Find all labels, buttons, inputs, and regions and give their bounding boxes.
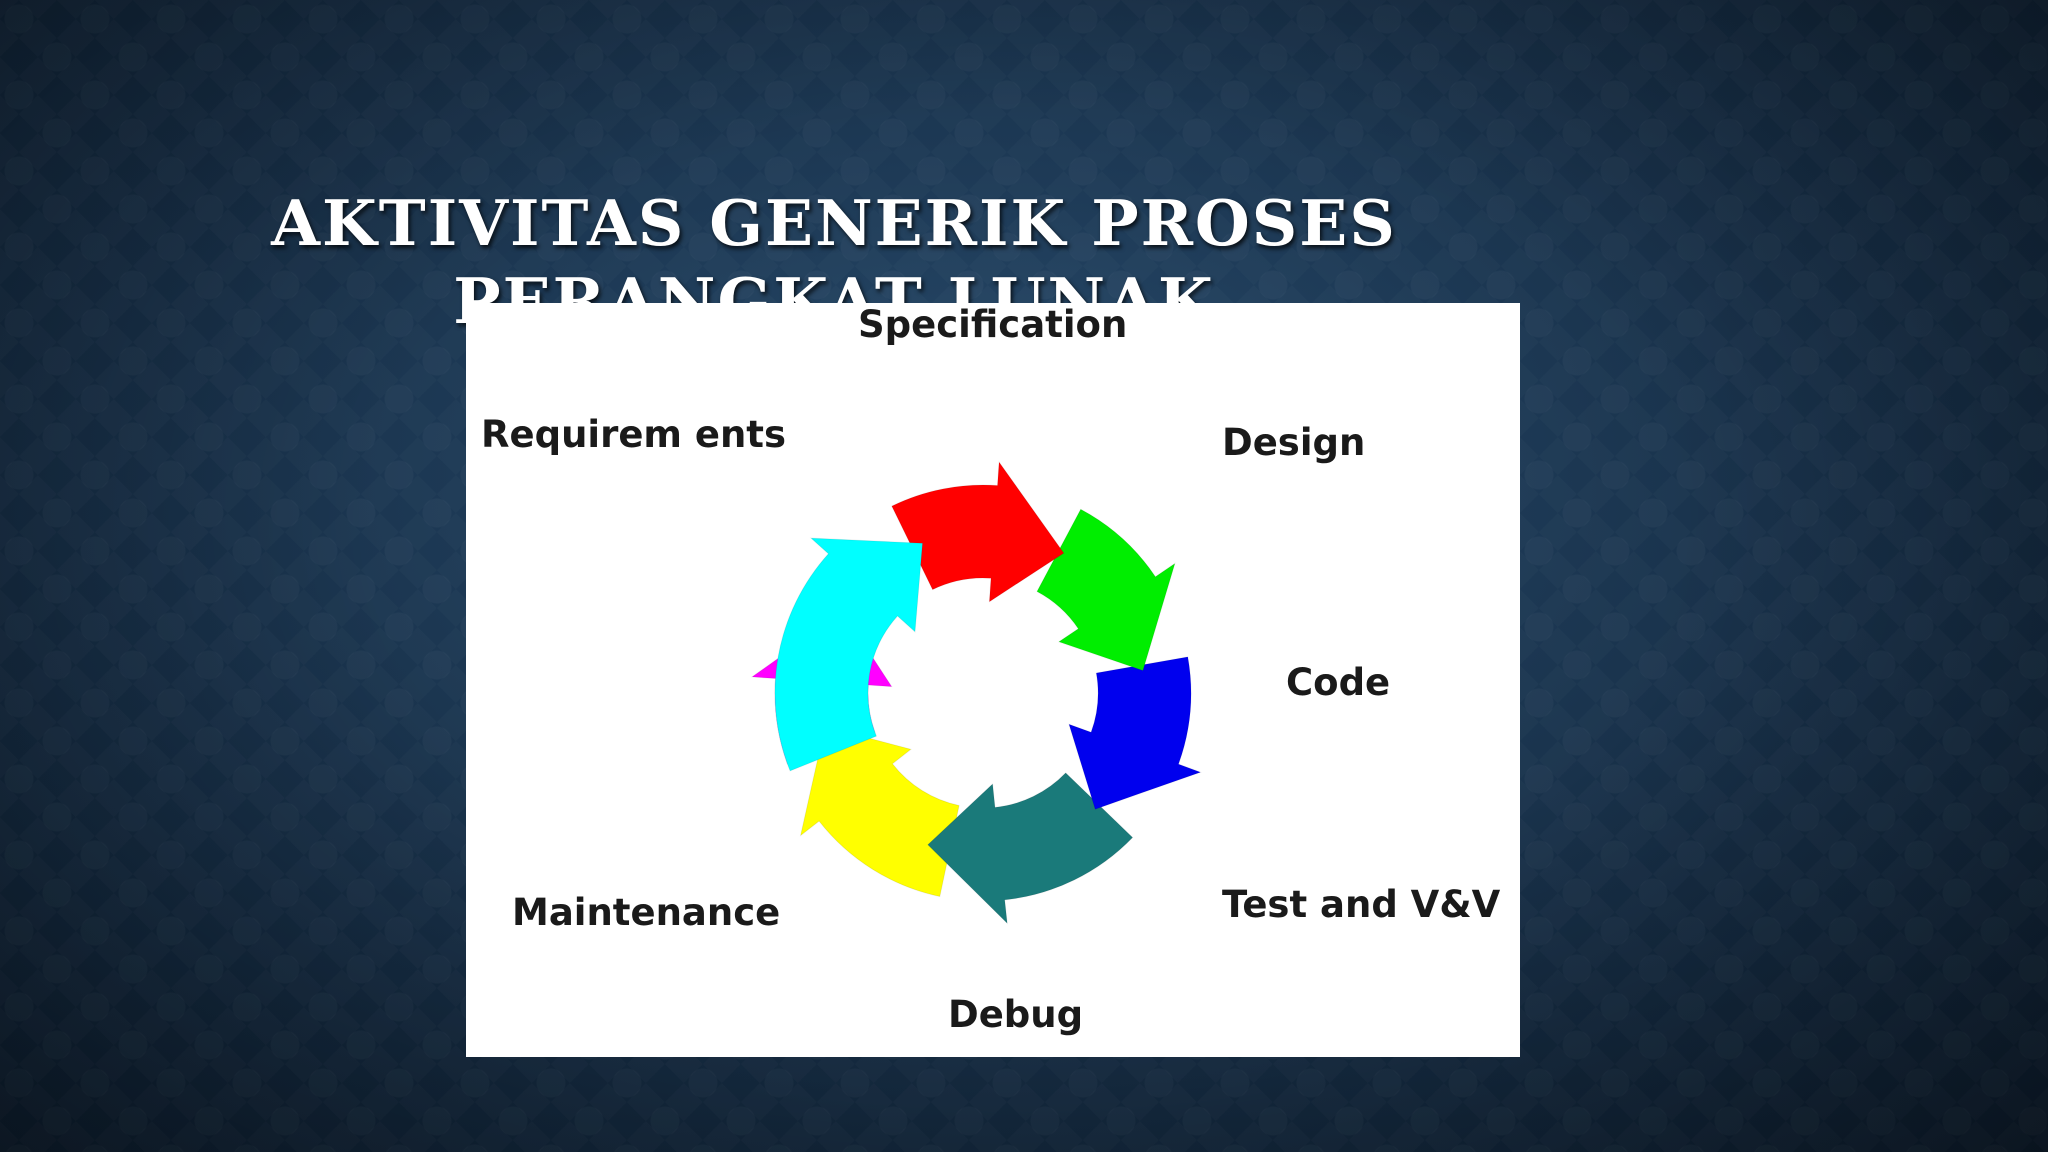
label-debug: Debug xyxy=(948,993,1084,1036)
label-specification: Specification xyxy=(858,303,1128,346)
label-requirements: Requirem ents xyxy=(481,413,787,456)
arrow-specification xyxy=(891,460,1065,603)
arrow-design xyxy=(1036,508,1176,672)
arrow-code xyxy=(1068,656,1202,810)
arrow-debug xyxy=(799,725,960,898)
cycle-arrows xyxy=(750,460,1202,925)
label-test-and-vv: Test and V&V xyxy=(1222,883,1501,926)
process-cycle-diagram: Specification Design Code Test and V&V D… xyxy=(466,303,1520,1057)
label-code: Code xyxy=(1286,661,1391,704)
arrow-test xyxy=(927,772,1134,925)
label-maintenance: Maintenance xyxy=(512,891,781,934)
arrow-requirements xyxy=(774,537,924,772)
label-design: Design xyxy=(1222,421,1366,464)
slide-title-line-1: AKTIVITAS GENERIK PROSES xyxy=(271,186,1397,261)
